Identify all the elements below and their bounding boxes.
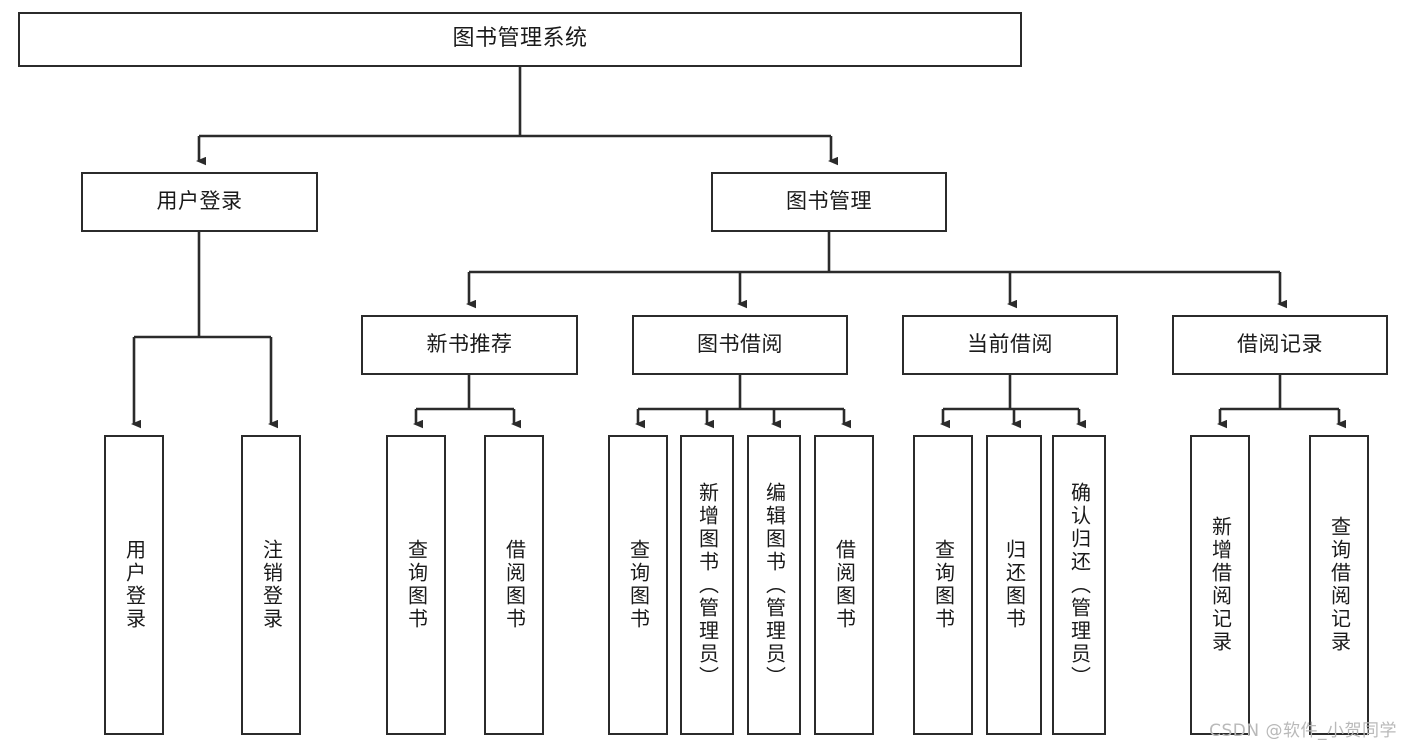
connector-borrowrecord-to-leaves (1217, 375, 1346, 429)
node-user-login[interactable]: 用户登录 (81, 172, 318, 232)
node-leaf-query-book-recommend[interactable]: 查询图书 (386, 435, 446, 735)
node-leaf-confirm-return-admin[interactable]: 确认归还（管理员） (1052, 435, 1106, 735)
connector-recommend-to-leaves (413, 375, 521, 429)
csdn-watermark: CSDN @软件_小贺同学 (1209, 721, 1397, 741)
connector-bookmanage-to-level3 (466, 232, 1287, 309)
connector-bookborrow-to-leaves (635, 375, 851, 429)
node-leaf-return-book[interactable]: 归还图书 (986, 435, 1042, 735)
node-borrow-record[interactable]: 借阅记录 (1172, 315, 1388, 375)
node-leaf-add-book-admin[interactable]: 新增图书（管理员） (680, 435, 734, 735)
connector-currentborrow-to-leaves (940, 375, 1086, 429)
node-book-manage[interactable]: 图书管理 (711, 172, 947, 232)
node-current-borrow[interactable]: 当前借阅 (902, 315, 1118, 375)
node-leaf-add-borrow-record[interactable]: 新增借阅记录 (1190, 435, 1250, 735)
node-leaf-borrow-book[interactable]: 借阅图书 (814, 435, 874, 735)
node-root[interactable]: 图书管理系统 (18, 12, 1022, 67)
node-leaf-borrow-book-recommend[interactable]: 借阅图书 (484, 435, 544, 735)
connector-userlogin-to-leaves (131, 232, 278, 429)
node-leaf-query-book-current[interactable]: 查询图书 (913, 435, 973, 735)
node-new-book-recommend[interactable]: 新书推荐 (361, 315, 578, 375)
node-leaf-query-borrow-record[interactable]: 查询借阅记录 (1309, 435, 1369, 735)
node-leaf-edit-book-admin[interactable]: 编辑图书（管理员） (747, 435, 801, 735)
connector-root-to-level2 (196, 67, 838, 166)
node-leaf-logout-login[interactable]: 注销登录 (241, 435, 301, 735)
node-leaf-query-book-borrow[interactable]: 查询图书 (608, 435, 668, 735)
node-book-borrow[interactable]: 图书借阅 (632, 315, 848, 375)
node-leaf-user-login[interactable]: 用户登录 (104, 435, 164, 735)
